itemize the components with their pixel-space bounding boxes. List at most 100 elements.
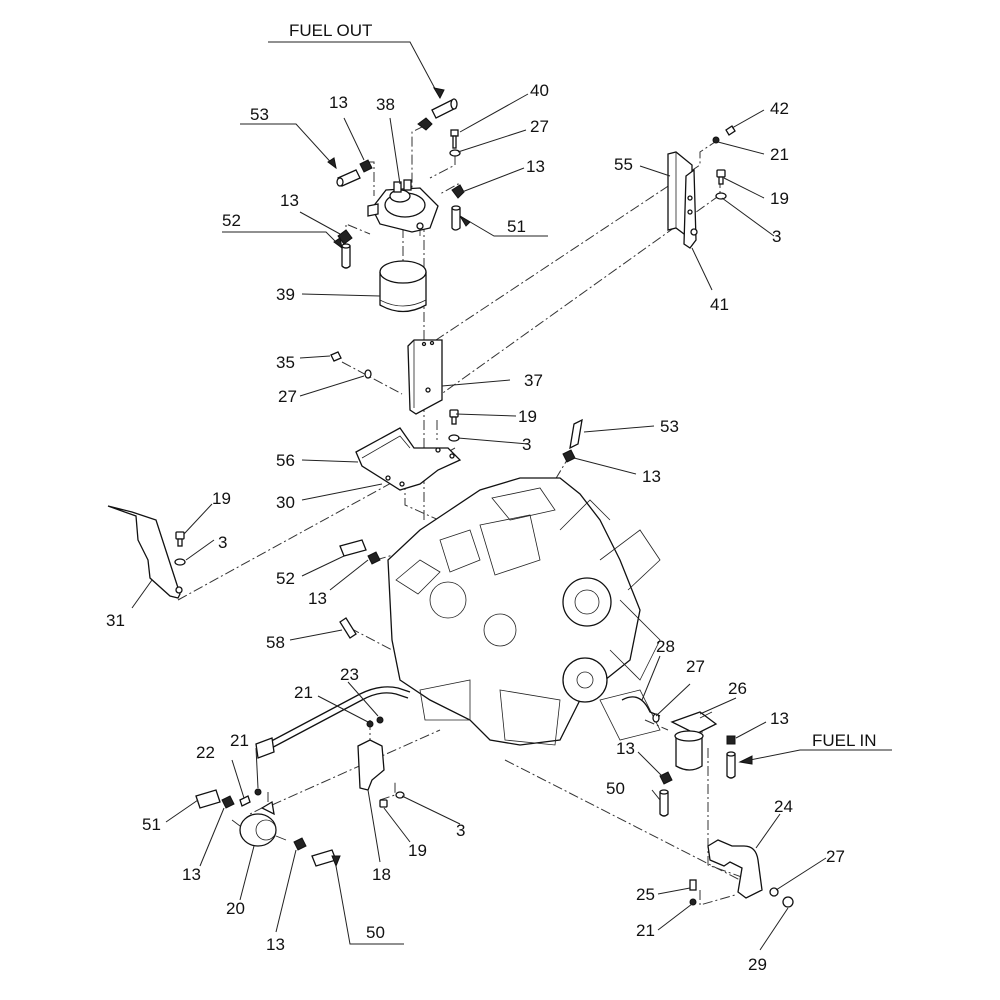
callout-13[interactable]: 13 — [182, 865, 201, 884]
callout-40[interactable]: 40 — [530, 81, 549, 100]
callout-3[interactable]: 3 — [456, 821, 465, 840]
washer-3-left[interactable] — [174, 558, 186, 566]
fitting-13-left-top[interactable] — [359, 159, 373, 173]
callout-13[interactable]: 13 — [616, 739, 635, 758]
plate-56[interactable] — [355, 427, 462, 491]
callout-21[interactable]: 21 — [230, 731, 249, 750]
pipe-28[interactable] — [621, 696, 661, 717]
fuel-filter-head-38[interactable] — [367, 179, 439, 236]
bracket-37[interactable] — [407, 339, 443, 415]
callout-39[interactable]: 39 — [276, 285, 295, 304]
callout-13[interactable]: 13 — [642, 467, 661, 486]
callout-53[interactable]: 53 — [250, 105, 269, 124]
callout-18[interactable]: 18 — [372, 865, 391, 884]
callout-30[interactable]: 30 — [276, 493, 295, 512]
fitting-13-engine[interactable] — [562, 449, 576, 463]
callout-21[interactable]: 21 — [770, 145, 789, 164]
callout-13[interactable]: 13 — [329, 93, 348, 112]
callout-25[interactable]: 25 — [636, 885, 655, 904]
callout-29[interactable]: 29 — [748, 955, 767, 974]
fuel-pipe[interactable] — [255, 686, 411, 759]
hose-53-top[interactable] — [336, 169, 361, 187]
hose-51-lower[interactable] — [195, 789, 221, 809]
hose-50-filter[interactable] — [659, 789, 669, 817]
callout-13[interactable]: 13 — [308, 589, 327, 608]
callout-13[interactable]: 13 — [770, 709, 789, 728]
engine-assembly[interactable] — [387, 477, 661, 746]
callout-35[interactable]: 35 — [276, 353, 295, 372]
bolt-22[interactable] — [239, 795, 251, 807]
bracket-41[interactable] — [683, 168, 698, 249]
callout-37[interactable]: 37 — [524, 371, 543, 390]
callout-42[interactable]: 42 — [770, 99, 789, 118]
bracket-24[interactable] — [707, 839, 763, 899]
callout-50[interactable]: 50 — [366, 923, 385, 942]
hose-53-engine[interactable] — [569, 418, 583, 450]
callout-58[interactable]: 58 — [266, 633, 285, 652]
callout-52[interactable]: 52 — [276, 569, 295, 588]
washer-27-filter[interactable] — [652, 713, 660, 723]
washer-21-pump[interactable] — [254, 788, 262, 796]
callout-3[interactable]: 3 — [218, 533, 227, 552]
bolt-19-mid[interactable] — [449, 409, 459, 425]
bolt-35[interactable] — [330, 351, 342, 362]
callout-22[interactable]: 22 — [196, 743, 215, 762]
callout-51[interactable]: 51 — [142, 815, 161, 834]
washer-21-bracket[interactable] — [689, 898, 697, 906]
washer-27-top[interactable] — [449, 149, 461, 157]
pump-20[interactable] — [231, 800, 287, 847]
washer-3-mid[interactable] — [448, 434, 460, 442]
bolt-19-right[interactable] — [716, 169, 726, 185]
callout-27[interactable]: 27 — [530, 117, 549, 136]
callout-19[interactable]: 19 — [408, 841, 427, 860]
callout-52[interactable]: 52 — [222, 211, 241, 230]
callout-56[interactable]: 56 — [276, 451, 295, 470]
bolt-40[interactable] — [450, 129, 459, 149]
filter-element-39[interactable] — [379, 260, 427, 313]
callout-27[interactable]: 27 — [686, 657, 705, 676]
washer-21-right[interactable] — [712, 136, 720, 144]
hose-52-mid[interactable] — [339, 539, 367, 557]
washer-21-pipe[interactable] — [366, 720, 374, 728]
nut-23[interactable] — [376, 716, 384, 724]
callout-23[interactable]: 23 — [340, 665, 359, 684]
bolt-19-left[interactable] — [175, 531, 185, 547]
callout-28[interactable]: 28 — [656, 637, 675, 656]
fitting-13-filter[interactable] — [659, 771, 673, 785]
callout-13[interactable]: 13 — [266, 935, 285, 954]
callout-31[interactable]: 31 — [106, 611, 125, 630]
fitting-13-pump-left[interactable] — [221, 795, 235, 809]
fuel-filter-26[interactable] — [670, 711, 718, 771]
callout-53[interactable]: 53 — [660, 417, 679, 436]
fitting-top[interactable] — [417, 117, 433, 131]
bolt-19-lower[interactable] — [379, 799, 388, 808]
fitting-13-pump-right[interactable] — [293, 837, 307, 851]
fitting-13-left[interactable] — [337, 229, 353, 245]
fitting-13-mid[interactable] — [367, 551, 381, 565]
clip-58[interactable] — [339, 617, 357, 639]
callout-27[interactable]: 27 — [826, 847, 845, 866]
hose-fuel-out[interactable] — [431, 98, 458, 119]
callout-20[interactable]: 20 — [226, 899, 245, 918]
callout-19[interactable]: 19 — [212, 489, 231, 508]
callout-38[interactable]: 38 — [376, 95, 395, 114]
hose-51-top[interactable] — [451, 205, 461, 231]
washer-3-right[interactable] — [715, 192, 727, 200]
callout-19[interactable]: 19 — [518, 407, 537, 426]
fitting-13-fuel-in[interactable] — [726, 735, 736, 745]
callout-51[interactable]: 51 — [507, 217, 526, 236]
callout-3[interactable]: 3 — [522, 435, 531, 454]
callout-21[interactable]: 21 — [294, 683, 313, 702]
callout-3[interactable]: 3 — [772, 227, 781, 246]
callout-26[interactable]: 26 — [728, 679, 747, 698]
callout-41[interactable]: 41 — [710, 295, 729, 314]
callout-27[interactable]: 27 — [278, 387, 297, 406]
hose-fuel-in[interactable] — [726, 751, 736, 779]
fitting-13-right[interactable] — [451, 184, 465, 199]
callout-19[interactable]: 19 — [770, 189, 789, 208]
hose-52-top[interactable] — [341, 243, 351, 269]
washer-3-lower[interactable] — [395, 791, 405, 799]
callout-50[interactable]: 50 — [606, 779, 625, 798]
callout-21[interactable]: 21 — [636, 921, 655, 940]
callout-55[interactable]: 55 — [614, 155, 633, 174]
